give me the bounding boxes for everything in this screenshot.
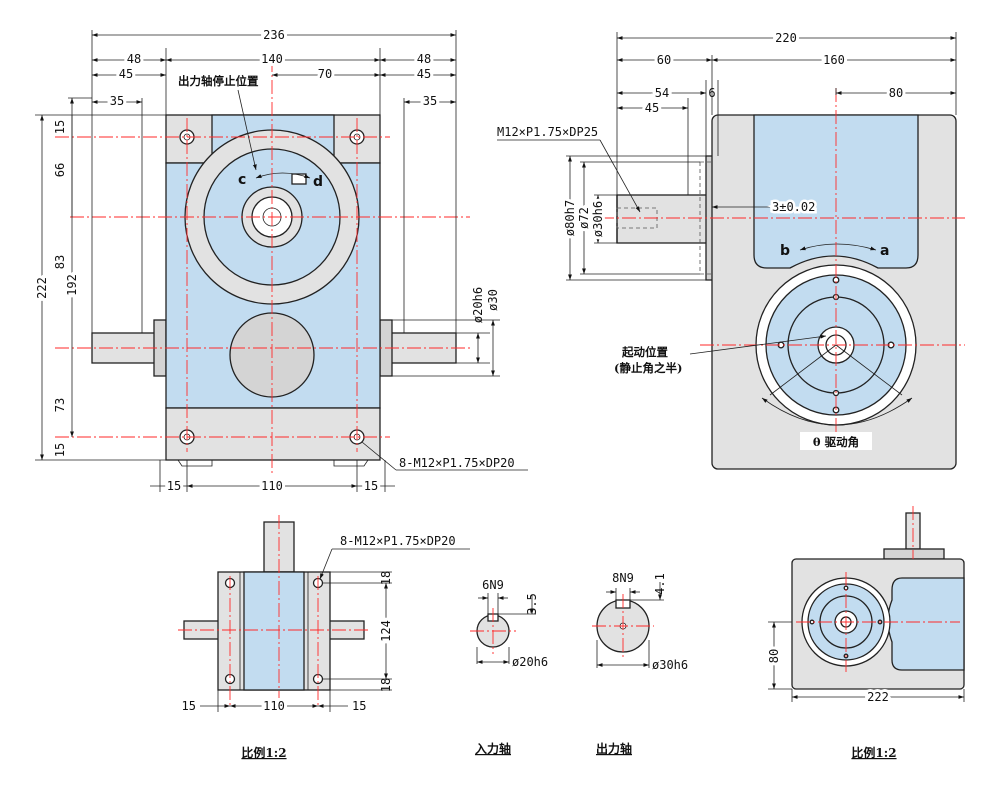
dim-45-side: 45 [645,101,659,115]
output-key-depth: 4.1 [653,573,667,595]
caption-small-view: 比例1:2 [851,745,896,760]
leader-bottom [319,548,333,580]
dim-15-bottom-left: 15 [167,479,181,493]
rotation-label-d: d [313,174,323,190]
dim-6: 6 [708,86,715,100]
output-keyway [291,173,307,185]
dim-15-top: 15 [53,120,67,134]
dim-192: 192 [65,274,79,296]
drive-angle-label-bg [800,432,872,450]
caption-bottom-view: 比例1:2 [241,745,286,760]
dim-15-bottom-right: 15 [364,479,378,493]
rotation-label-c: c [238,172,246,188]
bottom-extension-lines [217,571,392,712]
dim-30: ø30 [486,289,500,311]
dim-160: 160 [823,53,845,67]
dim-222: 222 [35,277,49,299]
output-key-width: 8N9 [612,571,634,585]
caption-output-shaft: 出力轴 [596,741,632,756]
dim-222-small: 222 [867,690,889,704]
dim-110: 110 [261,479,283,493]
dim-140: 140 [261,52,283,66]
note-tapped-holes-front: 8-M12×P1.75×DP20 [399,456,515,470]
dim-80-small: 80 [767,649,781,663]
dim-220: 220 [775,31,797,45]
dim-54: 54 [655,86,669,100]
side-shaft [616,194,710,244]
drive-angle-arc [761,397,913,426]
rotation-label-b: b [780,243,790,259]
dim-35-left: 35 [110,94,124,108]
dim-72: ø72 [577,207,591,229]
dim-60: 60 [657,53,671,67]
leader-tapped-holes [361,441,397,471]
input-key-width: 6N9 [482,578,504,592]
output-dia: ø30h6 [652,658,688,672]
input-key-depth: 3.5 [525,593,539,615]
front-extension-lines [35,30,500,492]
dim-236: 236 [263,28,285,42]
bottom-view: 8-M12×P1.75×DP20 124 18 18 110 15 15 比例1… [178,515,470,760]
input-shaft-section: 6N9 3.5 ø20h6 入力轴 [470,578,548,756]
dim-45-left: 45 [119,67,133,81]
drive-angle-line-left [769,344,837,396]
dim-18-top: 18 [379,571,393,585]
front-view: c d 236 48 [32,25,528,496]
leader-start-position [689,334,827,355]
dim-70: 70 [318,67,332,81]
dim-45-right: 45 [417,67,431,81]
side-view: b a θ 驱动角 起动位置 (静止角之半) [497,28,965,470]
rotation-label-a: a [880,243,889,259]
small-housing-window [887,577,965,671]
input-dia: ø20h6 [512,655,548,669]
dim-48-left: 48 [127,52,141,66]
leader-thread [599,139,641,213]
side-housing-window [753,114,919,269]
caption-input-shaft: 入力轴 [475,741,511,756]
small-view: 80 222 比例1:2 [764,506,965,760]
dim-73: 73 [53,398,67,412]
rotation-arrow-cd [255,172,311,179]
dim-15-bottom-view-left: 15 [182,699,196,713]
dim-15-bottom-view-right: 15 [352,699,366,713]
housing-bottom-band [165,407,381,461]
output-shaft-section: 8N9 4.1 ø30h6 出力轴 [592,571,688,756]
dim-key-offset: 3±0.02 [772,200,815,214]
dim-30h6: ø30h6 [591,201,605,237]
dim-48-right: 48 [417,52,431,66]
dim-15-bottom: 15 [53,443,67,457]
dim-110-bottom: 110 [263,699,285,713]
dim-80-top: 80 [889,86,903,100]
note-output-stop-position: 出力轴停止位置 [178,74,259,88]
note-start-position-2: (静止角之半) [614,361,682,375]
housing-feet [166,459,380,467]
dim-18-bottom: 18 [379,678,393,692]
bottom-housing-blue [243,571,305,691]
dim-124: 124 [379,620,393,642]
dim-35-right: 35 [423,94,437,108]
drive-angle-line-right [835,344,903,396]
dim-80h7: ø80h7 [563,200,577,236]
dim-20h6: ø20h6 [471,287,485,323]
note-start-position-1: 起动位置 [621,345,668,359]
leader-output-stop [237,89,257,171]
note-tapped-holes-bottom: 8-M12×P1.75×DP20 [340,534,456,548]
note-drive-angle: θ 驱动角 [813,435,859,449]
dim-83: 83 [53,255,67,269]
dim-66: 66 [53,163,67,177]
small-top-collar [883,548,945,560]
rotation-arrow-ba [799,243,877,251]
note-thread: M12×P1.75×DP25 [497,125,598,139]
